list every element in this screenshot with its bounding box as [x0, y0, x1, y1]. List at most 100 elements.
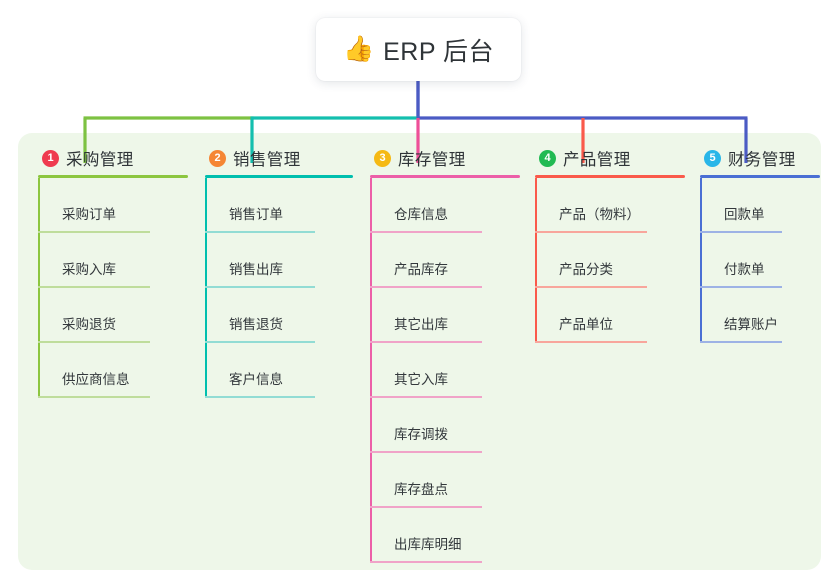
root-node-card[interactable]: 👍 ERP 后台 [316, 18, 521, 81]
module-item[interactable]: 结算账户 [700, 288, 820, 343]
module-item-underline [535, 341, 647, 343]
module-item-underline [205, 396, 315, 398]
module-item-label: 产品分类 [559, 262, 613, 277]
module-item-underline [700, 286, 782, 288]
module-header-4[interactable]: 4 产品管理 [535, 146, 685, 170]
module-item-label: 出库库明细 [394, 537, 462, 552]
module-badge-3: 3 [374, 149, 391, 167]
module-item-underline [205, 341, 315, 343]
module-title-1: 采购管理 [66, 151, 134, 169]
module-item[interactable]: 采购入库 [38, 233, 188, 288]
module-items-2: 销售订单销售出库销售退货客户信息 [205, 178, 353, 398]
module-spine-4 [535, 178, 537, 343]
module-spine-3 [370, 178, 372, 563]
module-item[interactable]: 采购退货 [38, 288, 188, 343]
module-item-label: 销售退货 [229, 317, 283, 332]
module-underline-5 [700, 175, 820, 178]
module-item-label: 采购退货 [62, 317, 116, 332]
module-item-label: 回款单 [724, 207, 765, 222]
module-item-label: 采购入库 [62, 262, 116, 277]
module-item[interactable]: 仓库信息 [370, 178, 520, 233]
module-item-underline [700, 341, 782, 343]
module-badge-5: 5 [704, 149, 721, 167]
module-item-underline [370, 286, 482, 288]
module-item-label: 仓库信息 [394, 207, 448, 222]
module-badge-1: 1 [42, 149, 59, 167]
module-column-3: 3 库存管理仓库信息产品库存其它出库其它入库库存调拨库存盘点出库库明细 [370, 146, 520, 563]
module-item-label: 采购订单 [62, 207, 116, 222]
module-header-2[interactable]: 2 销售管理 [205, 146, 353, 170]
module-title-5: 财务管理 [728, 151, 796, 169]
module-item[interactable]: 产品库存 [370, 233, 520, 288]
module-item-underline [205, 286, 315, 288]
module-item-underline [700, 231, 782, 233]
module-item-label: 库存盘点 [394, 482, 448, 497]
module-column-4: 4 产品管理产品（物料） 产品分类产品单位 [535, 146, 685, 343]
module-item[interactable]: 产品（物料） [535, 178, 685, 233]
module-spine-1 [38, 178, 40, 398]
module-item-underline [38, 286, 150, 288]
modules-panel-background [18, 133, 821, 570]
module-item-label: 其它入库 [394, 372, 448, 387]
module-item-underline [370, 341, 482, 343]
module-item[interactable]: 其它入库 [370, 343, 520, 398]
module-item-label: 产品库存 [394, 262, 448, 277]
module-title-2: 销售管理 [233, 151, 301, 169]
module-item[interactable]: 供应商信息 [38, 343, 188, 398]
module-header-3[interactable]: 3 库存管理 [370, 146, 520, 170]
module-header-5[interactable]: 5 财务管理 [700, 146, 820, 170]
module-item-label: 库存调拨 [394, 427, 448, 442]
module-item-label: 其它出库 [394, 317, 448, 332]
module-item[interactable]: 回款单 [700, 178, 820, 233]
module-item[interactable]: 付款单 [700, 233, 820, 288]
module-item-label: 供应商信息 [62, 372, 130, 387]
module-item-underline [370, 231, 482, 233]
module-item[interactable]: 产品分类 [535, 233, 685, 288]
module-item[interactable]: 销售退货 [205, 288, 353, 343]
module-item-underline [535, 231, 647, 233]
module-title-4: 产品管理 [563, 151, 631, 169]
thumbs-up-emoji: 👍 [342, 35, 375, 63]
module-item-label: 结算账户 [724, 317, 778, 332]
module-item-underline [535, 286, 647, 288]
root-node-title: ERP 后台 [383, 37, 495, 66]
module-item[interactable]: 库存盘点 [370, 453, 520, 508]
module-badge-2: 2 [209, 149, 226, 167]
module-spine-5 [700, 178, 702, 343]
module-item-underline [205, 231, 315, 233]
module-item[interactable]: 其它出库 [370, 288, 520, 343]
module-item-label: 销售订单 [229, 207, 283, 222]
module-item-label: 产品（物料） [559, 207, 640, 222]
module-item-underline [370, 451, 482, 453]
module-item-underline [38, 231, 150, 233]
module-items-3: 仓库信息产品库存其它出库其它入库库存调拨库存盘点出库库明细 [370, 178, 520, 563]
module-item[interactable]: 销售订单 [205, 178, 353, 233]
module-underline-4 [535, 175, 685, 178]
module-item-label: 付款单 [724, 262, 765, 277]
module-item[interactable]: 出库库明细 [370, 508, 520, 563]
module-item-underline [370, 561, 482, 563]
module-items-4: 产品（物料） 产品分类产品单位 [535, 178, 685, 343]
module-underline-2 [205, 175, 353, 178]
module-underline-3 [370, 175, 520, 178]
module-header-1[interactable]: 1 采购管理 [38, 146, 188, 170]
module-column-1: 1 采购管理采购订单采购入库采购退货供应商信息 [38, 146, 188, 398]
module-underline-1 [38, 175, 188, 178]
module-item[interactable]: 采购订单 [38, 178, 188, 233]
module-item[interactable]: 库存调拨 [370, 398, 520, 453]
module-item-underline [38, 341, 150, 343]
module-item-label: 产品单位 [559, 317, 613, 332]
module-item-underline [370, 506, 482, 508]
module-title-3: 库存管理 [398, 151, 466, 169]
module-item-underline [38, 396, 150, 398]
module-spine-2 [205, 178, 207, 398]
module-item[interactable]: 客户信息 [205, 343, 353, 398]
module-item[interactable]: 产品单位 [535, 288, 685, 343]
module-badge-4: 4 [539, 149, 556, 167]
module-item[interactable]: 销售出库 [205, 233, 353, 288]
module-items-1: 采购订单采购入库采购退货供应商信息 [38, 178, 188, 398]
module-item-label: 销售出库 [229, 262, 283, 277]
module-column-2: 2 销售管理销售订单销售出库销售退货客户信息 [205, 146, 353, 398]
